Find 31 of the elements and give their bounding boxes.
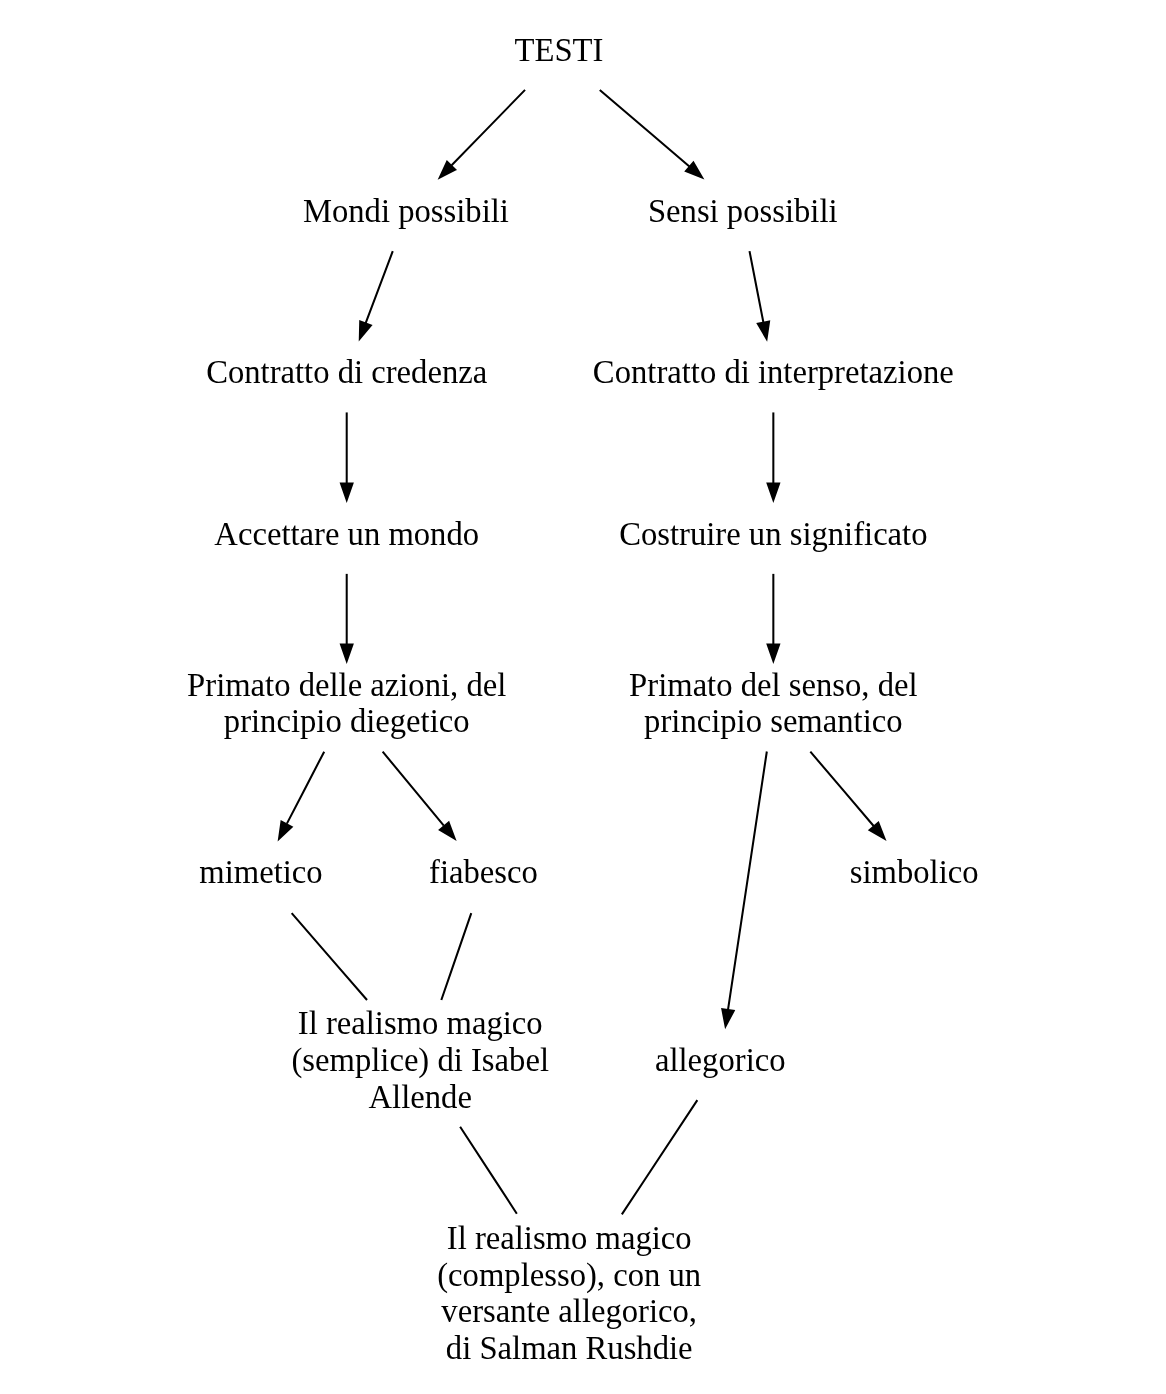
- node-text: Contratto di credenza: [205, 354, 487, 391]
- node-text: Mondi possibili: [302, 193, 509, 229]
- arrow: [765, 412, 780, 504]
- node-text: TESTI: [514, 31, 603, 68]
- connector: [458, 1126, 518, 1215]
- arrow: [339, 412, 354, 504]
- node-text: fiabesco: [428, 854, 538, 891]
- arrow: [748, 250, 770, 342]
- node-text: Il realismo magico (semplice) di Isabel Allende: [290, 1005, 549, 1115]
- arrow: [339, 573, 354, 664]
- node-text: allegorico: [654, 1042, 786, 1079]
- arrow: [358, 250, 394, 342]
- arrow: [765, 573, 780, 664]
- connector: [439, 912, 472, 1001]
- node-text: mimetico: [198, 854, 323, 891]
- node-text: Primato delle azioni, del principio diegetico: [186, 666, 506, 740]
- arrow: [720, 751, 768, 1030]
- node-text: Costruire un significato: [618, 515, 928, 552]
- arrow: [381, 751, 457, 842]
- connector: [620, 1099, 698, 1215]
- node-text: Accettare un mondo: [213, 515, 479, 552]
- node-text: Primato del senso, del principio semantico: [628, 666, 918, 740]
- connector: [290, 912, 368, 1001]
- node-text: Contratto di interpretazione: [592, 354, 954, 391]
- arrow: [598, 89, 704, 180]
- node-text: simbolico: [849, 854, 979, 891]
- arrow: [809, 751, 887, 842]
- arrow: [437, 89, 526, 180]
- node-text: Il realismo magico (complesso), con un versante allegorico, di Salman Rushdie: [436, 1219, 701, 1366]
- arrow: [277, 751, 325, 842]
- node-text: Sensi possibili: [647, 193, 838, 229]
